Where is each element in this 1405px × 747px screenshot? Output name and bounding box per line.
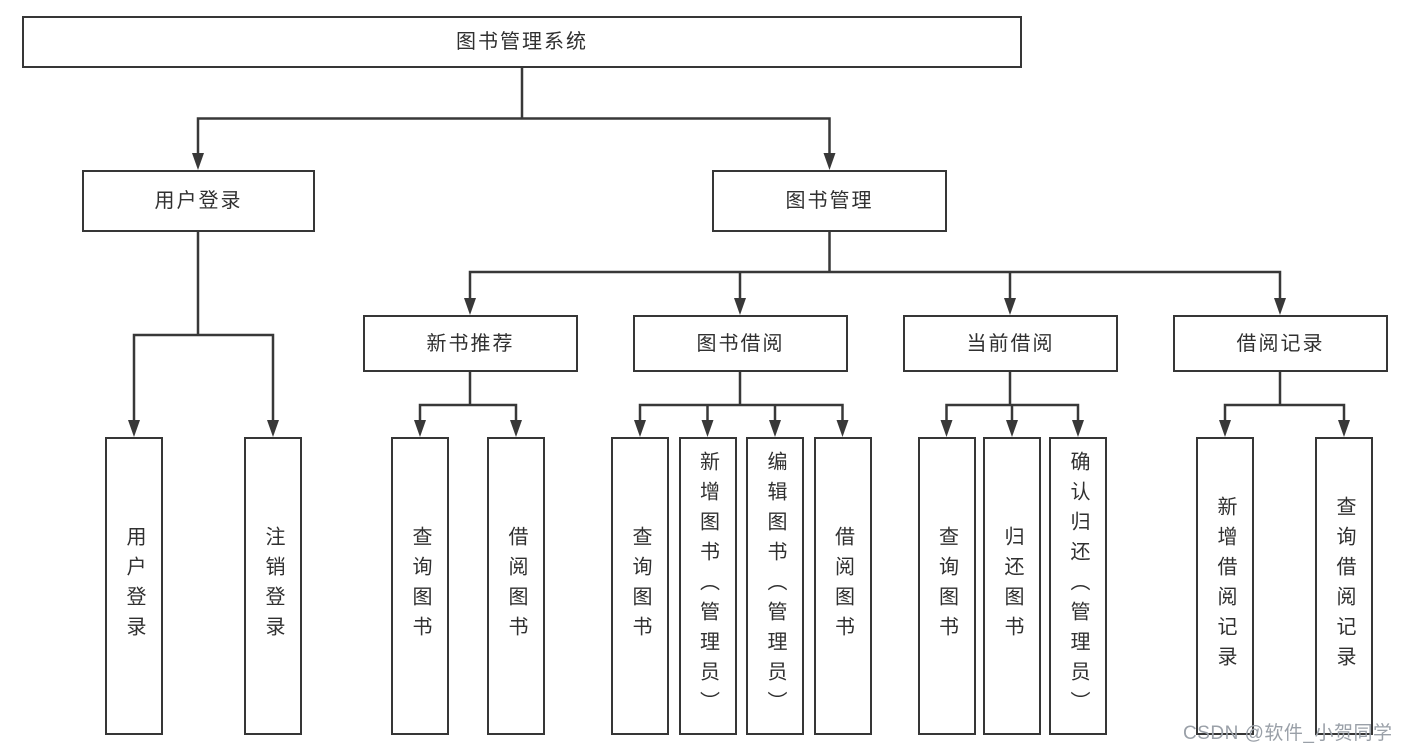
- leaf-query-borrow-record: 查询借阅记录: [1315, 437, 1373, 735]
- node-book-management: 图书管理: [712, 170, 947, 232]
- node-current-borrowing: 当前借阅: [903, 315, 1118, 372]
- leaf-query-books-current: 查询图书: [917, 437, 976, 735]
- node-user-login: 用户登录: [82, 170, 315, 232]
- node-borrowing-records: 借阅记录: [1173, 315, 1388, 372]
- leaf-confirm-return-admin: 确认归还（管理员）: [1049, 437, 1107, 735]
- leaf-borrow-books-recommend: 借阅图书: [487, 437, 545, 735]
- leaf-add-borrow-record: 新增借阅记录: [1196, 437, 1254, 735]
- leaf-edit-book-admin: 编辑图书（管理员）: [746, 437, 804, 735]
- leaf-return-book: 归还图书: [983, 437, 1041, 735]
- node-library-management-system: 图书管理系统: [22, 16, 1022, 68]
- leaf-user-login: 用户登录: [105, 437, 163, 735]
- leaf-add-book-admin: 新增图书（管理员）: [678, 437, 737, 735]
- leaf-query-books-borrowing: 查询图书: [611, 437, 669, 735]
- node-book-borrowing: 图书借阅: [633, 315, 848, 372]
- leaf-query-books-recommend: 查询图书: [391, 437, 449, 735]
- csdn-watermark: CSDN @软件_小贺同学: [1183, 723, 1393, 744]
- leaf-logout: 注销登录: [244, 437, 302, 735]
- leaf-borrow-books-borrowing: 借阅图书: [813, 437, 872, 735]
- node-new-book-recommendation: 新书推荐: [363, 315, 578, 372]
